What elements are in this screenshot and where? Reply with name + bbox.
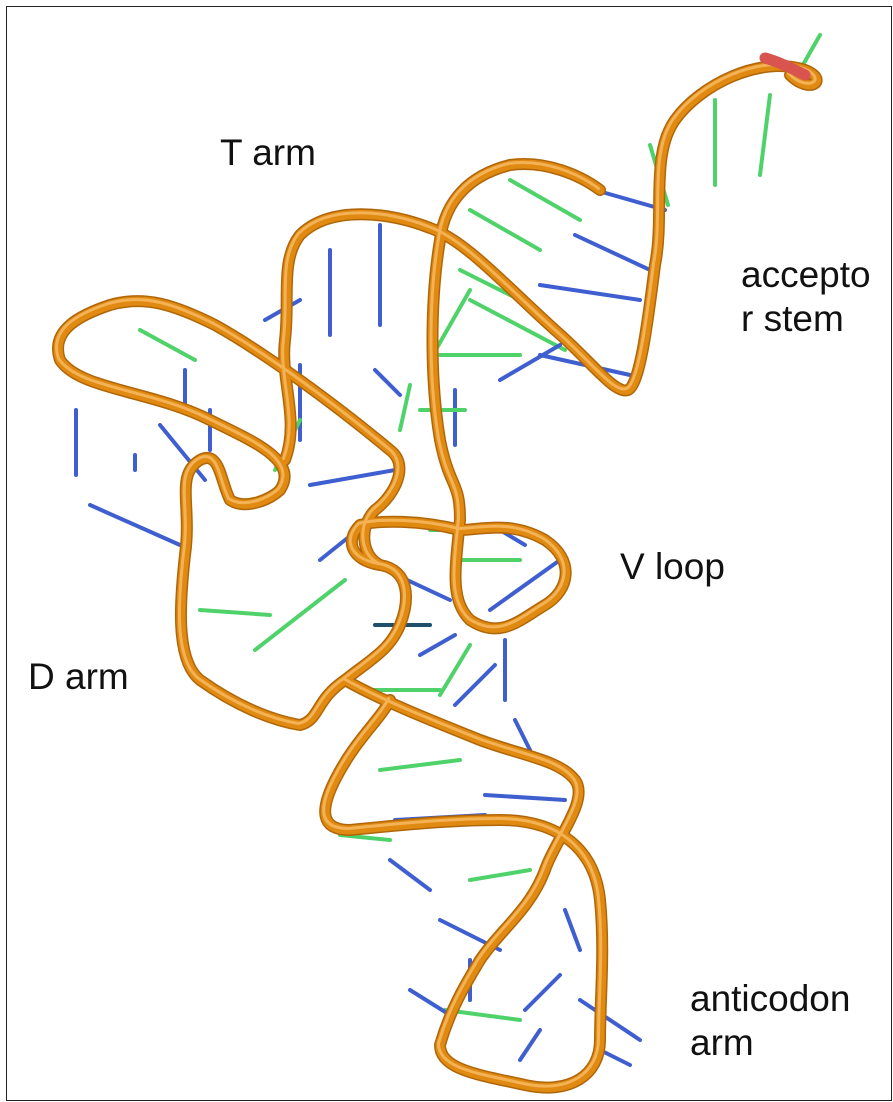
anticodon-arm-label: anticodon arm: [690, 977, 850, 1065]
base-stick: [525, 975, 560, 1010]
base-stick: [410, 990, 450, 1015]
backbone-segment: [284, 66, 816, 460]
base-stick: [375, 370, 400, 395]
base-stick: [485, 795, 565, 800]
base-stick: [400, 385, 410, 430]
base-stick: [470, 870, 530, 880]
base-stick: [140, 330, 195, 360]
base-stick: [160, 425, 205, 480]
base-stick: [470, 210, 540, 250]
backbone-segment: [181, 458, 460, 725]
base-stick: [500, 345, 560, 380]
backbone-segment: [284, 66, 816, 460]
base-stick: [515, 720, 530, 750]
v-loop-label: V loop: [620, 545, 725, 589]
base-stick: [200, 610, 270, 615]
base-stick: [580, 1000, 640, 1040]
base-stick: [90, 505, 180, 545]
backbone-segment: [179, 457, 458, 724]
base-stick: [510, 180, 580, 220]
t-arm-label: T arm: [220, 131, 316, 175]
backbone-segment: [325, 680, 602, 1088]
base-stick: [455, 665, 495, 705]
d-arm-label: D arm: [28, 655, 129, 699]
backbone-segment: [283, 65, 815, 459]
base-stick: [760, 95, 770, 175]
base-stick: [520, 1030, 540, 1060]
base-stick: [440, 645, 470, 695]
base-stick: [565, 910, 580, 950]
acceptor-stem-label: accepto r stem: [741, 253, 871, 341]
backbone-segment: [58, 301, 399, 565]
base-stick: [380, 760, 460, 770]
base-stick: [390, 860, 430, 890]
base-stick: [420, 635, 455, 655]
base-stick: [310, 470, 395, 485]
base-stick: [575, 235, 650, 270]
base-stick: [540, 285, 640, 300]
